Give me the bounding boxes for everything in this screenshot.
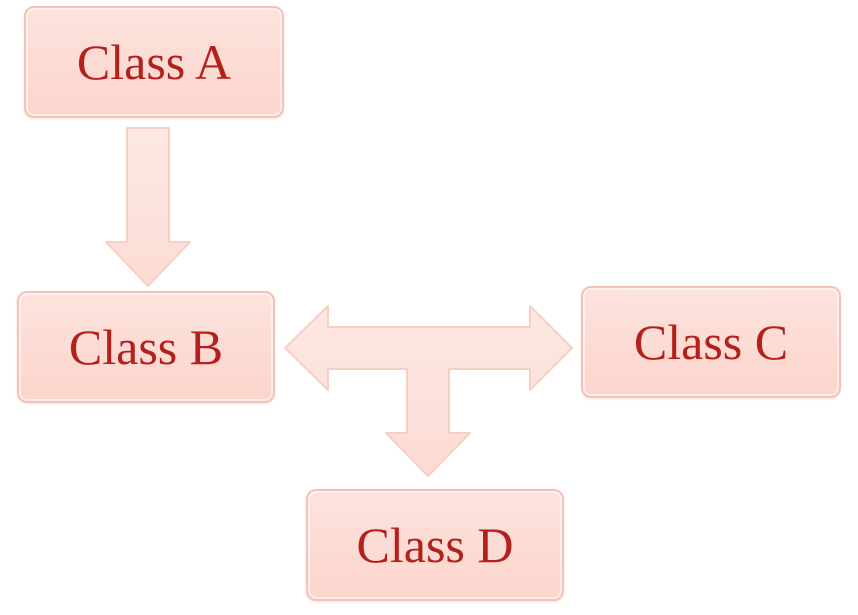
class-a-box[interactable]: Class A — [24, 6, 284, 118]
arrow-b-c-d-junction — [284, 305, 573, 477]
class-c-box[interactable]: Class C — [581, 286, 841, 398]
class-a-label: Class A — [76, 34, 232, 90]
class-b-box[interactable]: Class B — [17, 291, 275, 403]
class-c-label: Class C — [633, 314, 789, 370]
class-d-box[interactable]: Class D — [306, 489, 564, 601]
class-d-label: Class D — [356, 517, 514, 573]
class-b-label: Class B — [68, 319, 224, 375]
arrow-a-to-b — [105, 127, 191, 287]
